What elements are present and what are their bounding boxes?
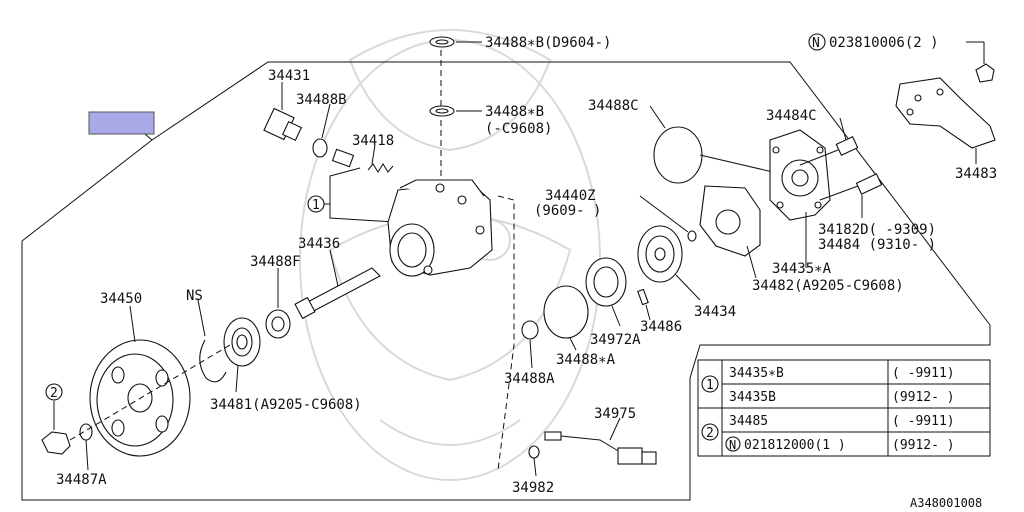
snap-ring — [199, 339, 227, 383]
cover-34484C — [769, 129, 831, 221]
flow-valve-34418 — [331, 144, 394, 173]
pulley-34450 — [89, 305, 191, 457]
callout-34488C: 34488C — [588, 98, 639, 114]
callout-34482: 34482(A9205-C9608) — [752, 278, 904, 294]
callout-34488A: 34488A — [504, 371, 555, 387]
o-ring-34488B — [312, 138, 328, 158]
callout-34982: 34982 — [512, 480, 554, 496]
washer-34982 — [528, 445, 540, 459]
washer-34487A — [79, 423, 93, 441]
callout-34434: 34434 — [694, 304, 736, 320]
callouts: 34488∗B(D9604-) 34488∗B (-C9608) 34431 3… — [50, 35, 997, 496]
table-range: (9912- ) — [892, 390, 955, 405]
rotor-34434 — [637, 225, 701, 301]
callout-023810006: 023810006(2 ) — [829, 35, 939, 51]
callout-34483: 34483 — [955, 166, 997, 182]
callout-34488B-mid-range: (-C9608) — [485, 121, 552, 137]
bolt-34182D — [819, 173, 883, 218]
callout-34436: 34436 — [298, 236, 340, 252]
applicability-table: 1 2 34435∗B 34435B 34485 N 021812000(1 )… — [697, 359, 991, 457]
table-range: (9912- ) — [892, 438, 955, 453]
table-part: 34485 — [729, 414, 768, 429]
bracket-34483 — [895, 41, 996, 164]
callout-34435A: 34435∗A — [772, 261, 832, 277]
table-part: 34435∗B — [729, 366, 784, 381]
bearing-34481 — [223, 317, 261, 393]
callout-NS: NS — [186, 288, 203, 304]
bolt-34484C — [799, 117, 859, 166]
o-ring-34488A-star — [543, 285, 589, 339]
callout-34484C: 34484C — [766, 108, 817, 124]
callout-34972A: 34972A — [590, 332, 641, 348]
ref-circle-2 — [45, 383, 63, 401]
table-n-circle-letter: N — [729, 438, 736, 452]
callout-34484: 34484 (9310- ) — [818, 237, 936, 253]
pump-body — [387, 179, 493, 277]
callout-34488A-star: 34488∗A — [556, 352, 616, 368]
table-ref-1: 1 — [706, 378, 714, 393]
table-part: 34435B — [729, 390, 776, 405]
pin-34486 — [637, 288, 649, 306]
assembly-boundary — [21, 61, 991, 501]
ref-circle-1 — [307, 195, 325, 213]
callout-34440Z-range: (9609- ) — [534, 203, 601, 219]
callout-34440Z: 34440Z — [545, 188, 596, 204]
callout-34481: 34481(A9205-C9608) — [210, 397, 362, 413]
table-ref-2: 2 — [706, 426, 714, 441]
n-circle-top — [808, 33, 826, 51]
o-ring-34488C — [653, 126, 703, 184]
callout-34488B-mid: 34488∗B — [485, 104, 544, 120]
callout-34488B-top: 34488∗B(D9604-) — [485, 35, 611, 51]
nut-34485 — [41, 431, 71, 455]
callout-34486: 34486 — [640, 319, 682, 335]
diagram-ref-code: A348001008 — [910, 496, 982, 510]
table-part: 021812000(1 ) — [744, 438, 846, 453]
sensor-34975 — [544, 417, 657, 465]
shaft-34436 — [294, 249, 381, 320]
callout-34488F: 34488F — [250, 254, 301, 270]
callout-ref-2: 2 — [50, 386, 58, 401]
callout-34450: 34450 — [100, 291, 142, 307]
table-range: ( -9911) — [892, 414, 955, 429]
n-circle-top-letter: N — [812, 36, 820, 51]
callout-34418: 34418 — [352, 133, 394, 149]
callout-34431: 34431 — [268, 68, 310, 84]
table-range: ( -9911) — [892, 366, 955, 381]
pressure-switch-34431 — [263, 82, 303, 142]
callout-34975: 34975 — [594, 406, 636, 422]
cam-ring-34972A — [585, 257, 627, 327]
ball-34440Z — [687, 230, 697, 242]
callout-ref-1: 1 — [312, 198, 320, 213]
callout-34487A: 34487A — [56, 472, 107, 488]
o-ring-34488A — [521, 320, 539, 340]
callout-34488B: 34488B — [296, 92, 347, 108]
callout-34182D: 34182D( -9309) — [818, 222, 936, 238]
highlight-box — [88, 111, 155, 135]
